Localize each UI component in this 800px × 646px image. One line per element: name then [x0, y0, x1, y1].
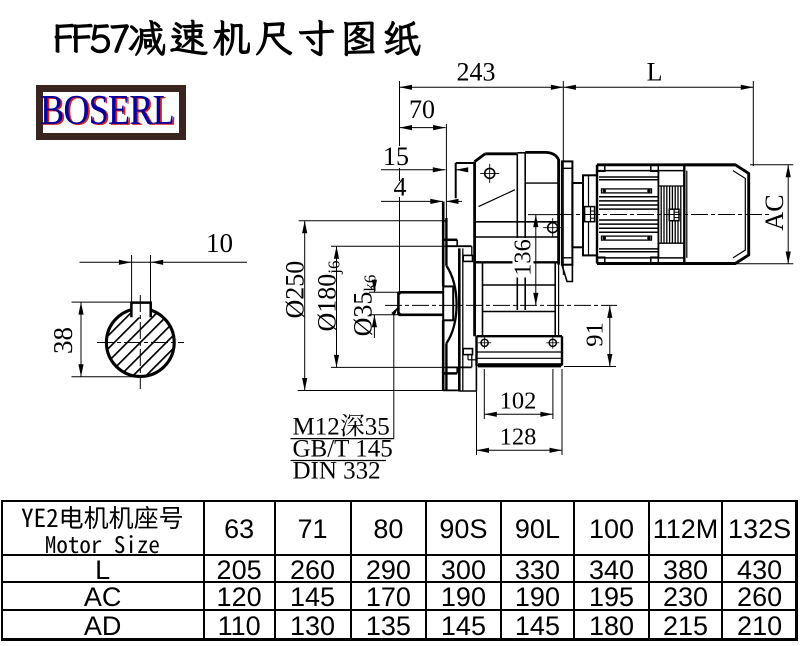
svg-text:136: 136 — [510, 239, 537, 276]
svg-text:Ø35k6: Ø35k6 — [349, 275, 380, 337]
svg-text:GB/T 145: GB/T 145 — [293, 436, 393, 463]
svg-text:102: 102 — [500, 388, 537, 415]
svg-text:38: 38 — [48, 327, 78, 354]
svg-text:243: 243 — [457, 58, 496, 87]
svg-text:128: 128 — [500, 424, 537, 451]
svg-text:10: 10 — [206, 228, 233, 258]
svg-text:15: 15 — [383, 142, 409, 171]
svg-text:L: L — [647, 58, 663, 87]
svg-text:AC: AC — [760, 194, 789, 230]
svg-text:DIN 332: DIN 332 — [293, 457, 381, 484]
svg-text:Ø250: Ø250 — [281, 261, 310, 319]
svg-text:70: 70 — [409, 95, 435, 124]
svg-text:91: 91 — [582, 322, 609, 347]
svg-text:4: 4 — [394, 173, 407, 202]
svg-text:Ø180j6: Ø180j6 — [313, 260, 344, 331]
